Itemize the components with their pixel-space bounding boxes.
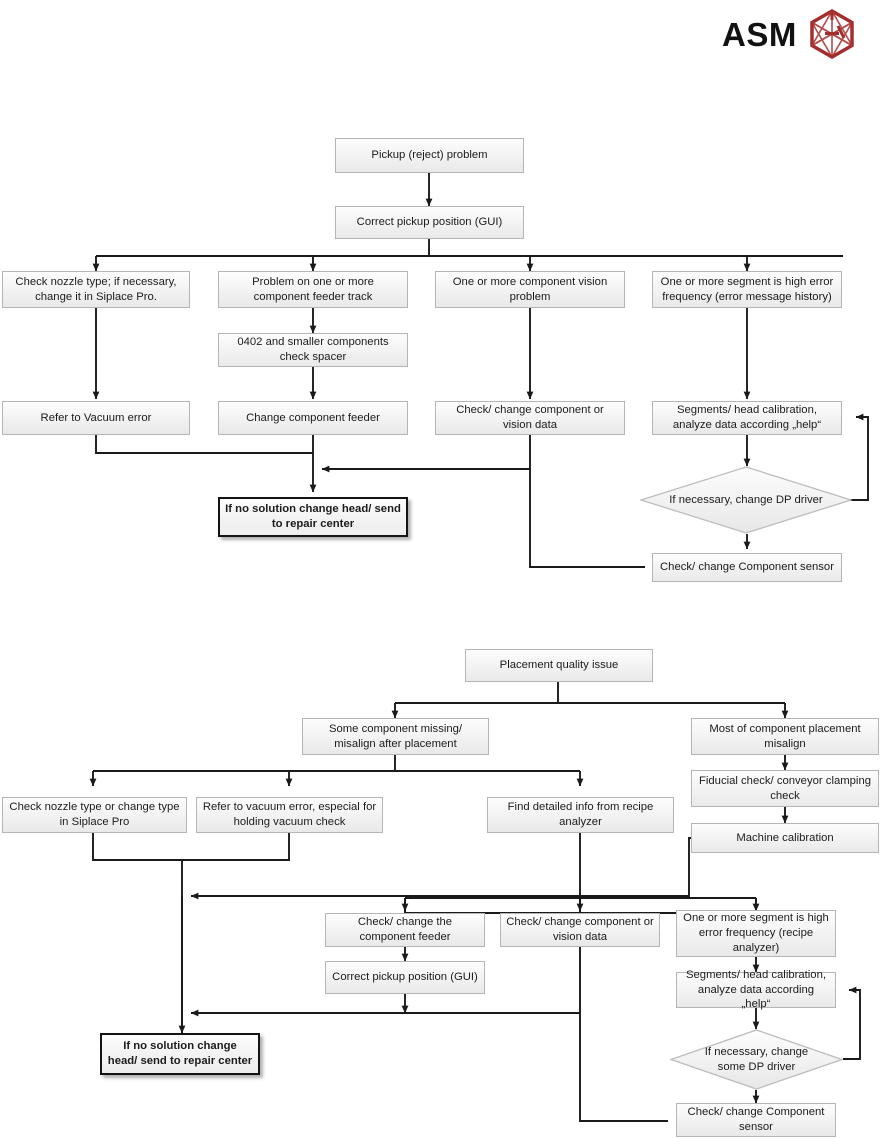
node-find-detailed-info-recipe-analyzer[interactable]: Find detailed info from recipe analyzer	[487, 797, 674, 833]
wire-f2-n14-loop-n13	[843, 986, 861, 1060]
node-segments-head-calibration[interactable]: Segments/ head calibration, analyze data…	[652, 401, 842, 435]
node-no-solution-change-head[interactable]: If no solution change head/ send to repa…	[218, 497, 408, 537]
wire-f1-n10-n12	[321, 435, 531, 473]
decision-label: If necessary, change some DP driver	[704, 1045, 809, 1073]
node-pickup-reject-problem[interactable]: Pickup (reject) problem	[335, 138, 524, 173]
wire-f1-n10-n14	[529, 469, 645, 568]
wire-f2-n8-left	[190, 837, 693, 900]
node-component-vision-problem[interactable]: One or more component vision problem	[435, 271, 625, 308]
decision-label: If necessary, change DP driver	[669, 493, 823, 506]
wire-f2-n4-n5-merge	[92, 833, 290, 861]
node-0402-check-spacer[interactable]: 0402 and smaller components check spacer	[218, 333, 408, 367]
wire-f1-n13-loop-n11	[850, 413, 869, 501]
decision-change-some-dp-driver[interactable]: If necessary, change some DP driver	[670, 1029, 843, 1090]
node-change-component-feeder[interactable]: Change component feeder	[218, 401, 408, 435]
node-placement-quality-issue[interactable]: Placement quality issue	[465, 649, 653, 682]
node-segments-head-calibration-2[interactable]: Segments/ head calibration, analyze data…	[676, 969, 836, 1010]
node-check-change-component-sensor-2[interactable]: Check/ change Component sensor	[676, 1103, 836, 1137]
node-check-change-the-component-feeder[interactable]: Check/ change the component feeder	[325, 913, 485, 947]
node-check-nozzle-type[interactable]: Check nozzle type; if necessary, change …	[2, 271, 190, 308]
node-refer-to-vacuum-error[interactable]: Refer to Vacuum error	[2, 401, 190, 435]
brand-logo: ASM	[722, 6, 872, 62]
wire-f1-n8-merge	[95, 435, 313, 454]
node-segment-high-error-frequency[interactable]: One or more segment is high error freque…	[652, 271, 842, 308]
node-some-component-missing-misalign[interactable]: Some component missing/ misalign after p…	[302, 718, 489, 755]
node-machine-calibration[interactable]: Machine calibration	[691, 823, 879, 853]
brand-name: ASM	[722, 15, 797, 53]
node-check-change-component-vision-data[interactable]: Check/ change component or vision data	[435, 401, 625, 435]
node-no-solution-change-head-2[interactable]: If no solution change head/ send to repa…	[100, 1033, 260, 1075]
node-correct-pickup-position-2[interactable]: Correct pickup position (GUI)	[325, 961, 485, 994]
node-most-component-placement-misalign[interactable]: Most of component placement misalign	[691, 718, 879, 755]
asm-hexagon-logo-icon	[810, 9, 854, 59]
decision-change-dp-driver[interactable]: If necessary, change DP driver	[640, 466, 852, 534]
node-fiducial-conveyor-clamping-check[interactable]: Fiducial check/ conveyor clamping check	[691, 770, 879, 807]
wire-f2-n16-left	[579, 1013, 668, 1122]
node-feeder-track-problem[interactable]: Problem on one or more component feeder …	[218, 271, 408, 308]
node-check-change-component-sensor[interactable]: Check/ change Component sensor	[652, 553, 842, 582]
node-check-nozzle-or-change-type[interactable]: Check nozzle type or change type in Sipl…	[2, 797, 187, 833]
node-refer-to-vacuum-error-holding[interactable]: Refer to vacuum error, especial for hold…	[196, 797, 383, 833]
node-segment-high-error-frequency-recipe[interactable]: One or more segment is high error freque…	[676, 910, 836, 957]
diamond-shape-icon	[670, 1029, 843, 1090]
diamond-shape-icon	[640, 466, 852, 534]
node-check-change-component-vision-data-2[interactable]: Check/ change component or vision data	[500, 913, 660, 947]
node-correct-pickup-position[interactable]: Correct pickup position (GUI)	[335, 206, 524, 239]
